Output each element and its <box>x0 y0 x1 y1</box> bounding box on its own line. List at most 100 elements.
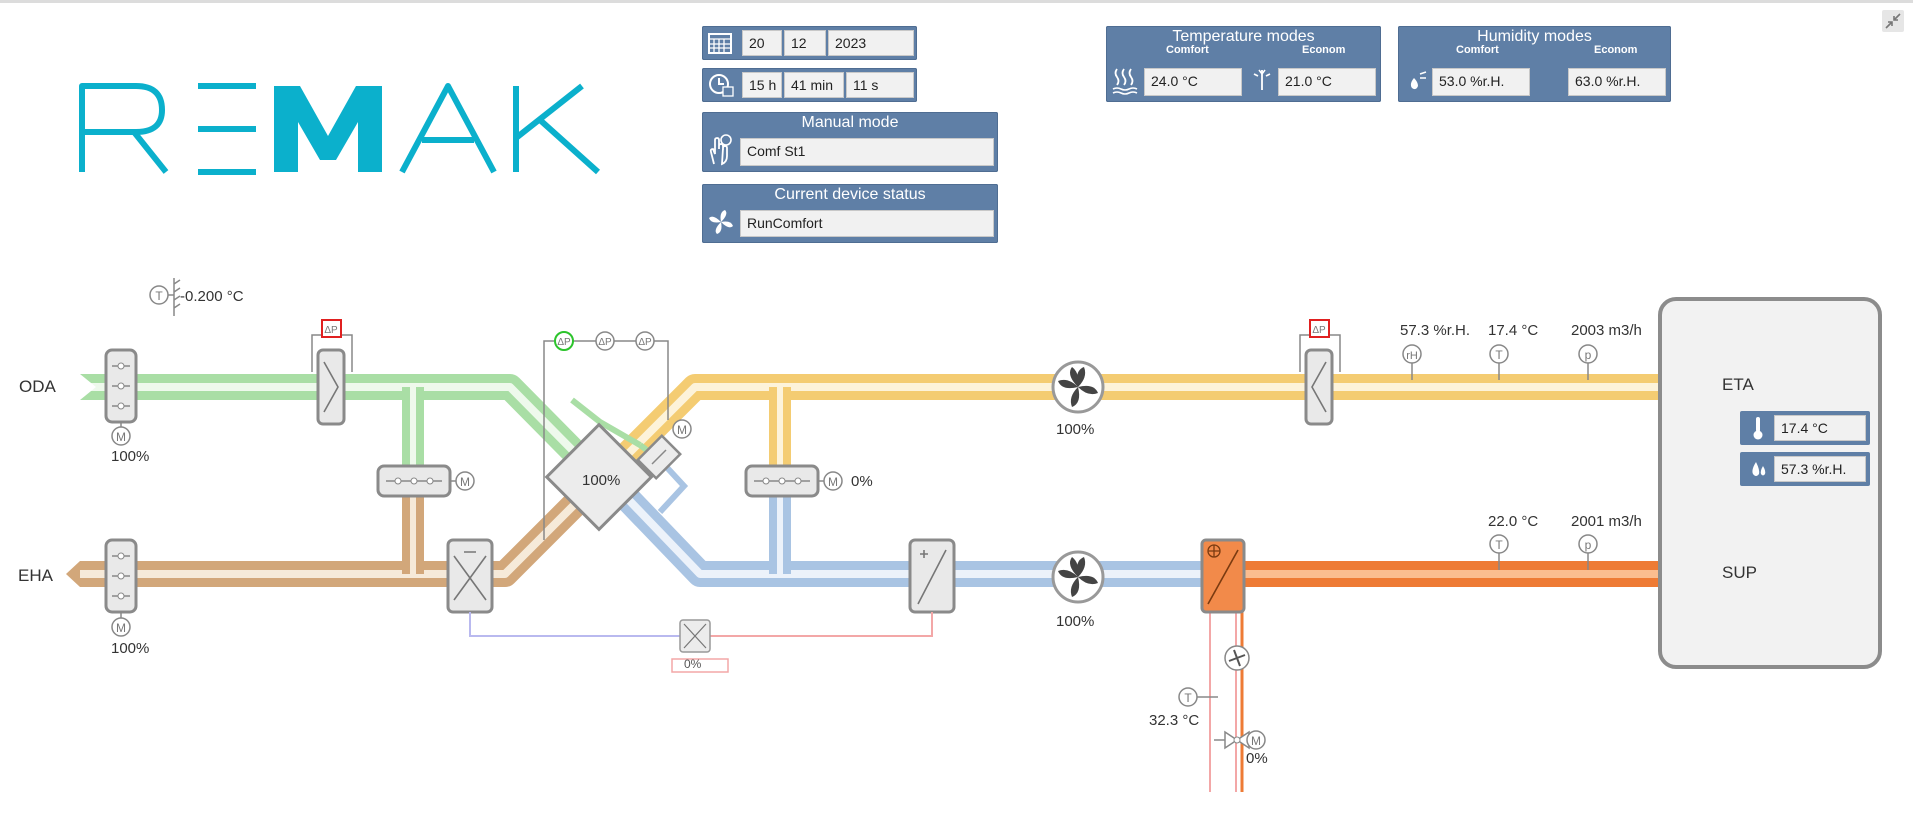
svg-text:ΔP: ΔP <box>324 325 338 336</box>
right-bypass-damper: M <box>744 464 843 498</box>
sup-fan-value: 100% <box>1056 613 1095 630</box>
svg-text:ΔP: ΔP <box>1312 325 1326 336</box>
device-status-panel: Current device status RunComfort <box>702 184 998 243</box>
device-status-title: Current device status <box>774 186 926 203</box>
humidity-econom-label: Econom <box>1594 44 1638 56</box>
water-temp-sensor: T <box>1178 687 1218 707</box>
eha-damper: M <box>104 538 138 637</box>
humidity-modes-title: Humidity modes <box>1477 28 1592 45</box>
sup-fan <box>1051 550 1105 604</box>
svg-text:rH: rH <box>1406 350 1418 362</box>
svg-text:T: T <box>1495 538 1503 552</box>
oda-label: ODA <box>19 377 56 396</box>
temperature-comfort-field[interactable]: 24.0 °C <box>1144 68 1242 96</box>
sup-reheat-coil <box>908 538 956 614</box>
svg-text:T: T <box>1495 348 1503 362</box>
time-panel: 15 h 41 min 11 s <box>702 68 917 102</box>
droplet-icon <box>1752 462 1766 476</box>
svg-text:ΔP: ΔP <box>598 337 612 348</box>
eha-label: EHA <box>18 566 53 585</box>
heater-pump <box>1224 645 1250 671</box>
water-heater-coil <box>1200 538 1246 792</box>
oda-damper-value: 100% <box>111 448 150 465</box>
temperature-econom-field[interactable]: 21.0 °C <box>1278 68 1376 96</box>
sup-sensors: T p <box>1489 534 1598 570</box>
cooling-icon <box>1253 69 1271 90</box>
date-year-field[interactable]: 2023 <box>828 30 914 56</box>
svg-text:T: T <box>1184 691 1192 705</box>
thermometer-icon <box>1753 417 1763 440</box>
humidity-comfort-field[interactable]: 53.0 %r.H. <box>1432 68 1530 96</box>
eta-filter: ΔP <box>1299 319 1341 426</box>
room-temp-panel: 17.4 °C <box>1740 411 1870 445</box>
temperature-modes-panel: Temperature modes Comfort Econom 24.0 °C… <box>1106 26 1381 102</box>
calendar-icon <box>708 33 732 54</box>
heater-water-temp-value: 32.3 °C <box>1149 712 1200 729</box>
left-bypass-damper: M <box>376 464 475 498</box>
outdoor-temp-value: -0.200 °C <box>180 288 244 305</box>
right-bypass-value: 0% <box>851 473 873 490</box>
temperature-comfort-label: Comfort <box>1166 44 1209 56</box>
heater-valve: M <box>1214 730 1266 750</box>
minimize-icon[interactable] <box>1882 10 1904 32</box>
svg-text:M: M <box>460 475 470 489</box>
eta-label: ETA <box>1722 375 1754 394</box>
manual-mode-field[interactable]: Comf St1 <box>740 138 994 166</box>
humidity-modes-panel: Humidity modes Comfort Econom 53.0 %r.H.… <box>1398 26 1671 102</box>
eta-sensors: rH T p <box>1402 344 1598 380</box>
top-border <box>0 0 1913 3</box>
svg-text:M: M <box>116 430 126 444</box>
svg-text:p: p <box>1585 538 1592 552</box>
svg-text:M: M <box>828 475 838 489</box>
time-hours-field[interactable]: 15 h <box>742 72 782 98</box>
remak-logo <box>79 83 601 175</box>
date-month-field[interactable]: 12 <box>784 30 826 56</box>
svg-text:ΔP: ΔP <box>638 337 652 348</box>
date-day-field[interactable]: 20 <box>742 30 782 56</box>
svg-text:M: M <box>677 423 687 437</box>
humidify-icon <box>1410 71 1427 90</box>
svg-text:M: M <box>116 621 126 635</box>
hrx-dp-sensors: ΔP ΔP ΔP <box>543 331 669 540</box>
room-humidity-field: 57.3 %r.H. <box>1774 456 1866 482</box>
room-temp-field: 17.4 °C <box>1774 415 1866 441</box>
eta-fan-value: 100% <box>1056 421 1095 438</box>
eha-cooler-coil <box>446 538 494 614</box>
sup-label: SUP <box>1722 563 1757 582</box>
temperature-econom-label: Econom <box>1302 44 1346 56</box>
time-minutes-field[interactable]: 41 min <box>784 72 844 98</box>
time-seconds-field[interactable]: 11 s <box>846 72 914 98</box>
device-status-field[interactable]: RunComfort <box>740 210 994 237</box>
heat-pump-loop <box>469 612 933 673</box>
sup-temp-value: 22.0 °C <box>1488 513 1539 530</box>
manual-mode-panel: Manual mode Comf St1 <box>702 112 998 172</box>
hrx-bypass-damper: M <box>636 419 692 480</box>
manual-mode-title: Manual mode <box>801 114 899 131</box>
sup-flow-value: 2001 m3/h <box>1571 513 1642 530</box>
oda-damper: M <box>104 348 138 446</box>
heating-icon <box>1112 68 1138 95</box>
humidity-comfort-label: Comfort <box>1456 44 1499 56</box>
eta-fan <box>1051 360 1105 414</box>
eta-temp-value: 17.4 °C <box>1488 322 1539 339</box>
date-panel: 20 12 2023 <box>702 26 917 60</box>
hrx-value: 100% <box>582 472 621 489</box>
humidity-econom-field[interactable]: 63.0 %r.H. <box>1568 68 1666 96</box>
heat-pump-value: 0% <box>684 657 702 671</box>
eta-humidity-value: 57.3 %r.H. <box>1400 322 1471 339</box>
clock-icon <box>709 74 734 97</box>
heat-recovery-exchanger <box>544 422 654 532</box>
room-humidity-panel: 57.3 %r.H. <box>1740 452 1870 486</box>
outdoor-temp-sensor: T <box>149 278 181 316</box>
duct-network <box>80 374 1712 587</box>
hand-icon <box>709 134 732 166</box>
svg-text:p: p <box>1585 348 1592 362</box>
svg-text:T: T <box>155 289 163 303</box>
svg-text:ΔP: ΔP <box>557 337 571 348</box>
oda-filter: ΔP <box>311 319 353 426</box>
fan-icon <box>709 210 733 234</box>
heater-valve-value: 0% <box>1246 750 1268 767</box>
svg-text:M: M <box>1251 734 1261 748</box>
eta-flow-value: 2003 m3/h <box>1571 322 1642 339</box>
